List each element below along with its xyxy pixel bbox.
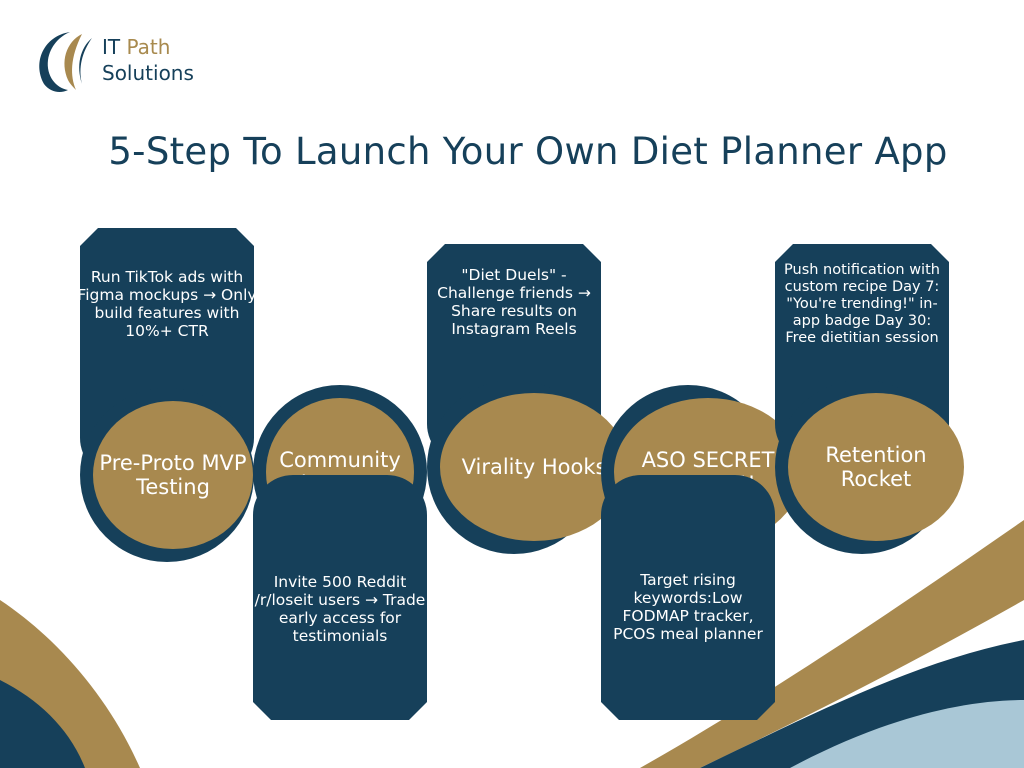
step-4-pill (601, 475, 775, 720)
step-5-description: Push notification with custom recipe Day… (784, 262, 940, 346)
brand-logo: IT Path Solutions (30, 28, 230, 98)
step-5: Push notification with custom recipe Day… (772, 244, 964, 556)
logo-path: Path (126, 35, 171, 59)
step-4: ASO SECRET WEAPON Target rising keywords… (598, 385, 802, 720)
step-1-description: Run TikTok ads with Figma mockups → Only… (77, 268, 257, 340)
step-4-description: Target rising keywords:Low FODMAP tracke… (613, 571, 763, 643)
step-1-circle: Pre-Proto MVP Testing (80, 388, 254, 562)
page-title: 5-Step To Launch Your Own Diet Planner A… (108, 130, 948, 173)
logo-it: IT (102, 35, 121, 59)
logo-swoosh-icon (39, 32, 92, 92)
logo-text: IT Path Solutions (102, 34, 194, 86)
step-5-title: Retention Rocket (788, 393, 964, 541)
step-2: Community First Beta Invite 500 Reddit /… (250, 385, 430, 720)
step-2-pill (253, 475, 427, 720)
step-3-description: "Diet Duels" - Challenge friends → Share… (437, 266, 591, 338)
step-2-description: Invite 500 Reddit /r/loseit users → Trad… (254, 573, 426, 645)
logo-solutions: Solutions (102, 61, 194, 85)
step-1-title: Pre-Proto MVP Testing (93, 401, 253, 549)
step-3-circle: Virality Hooks (427, 380, 628, 554)
step-3: "Diet Duels" - Challenge friends → Share… (424, 244, 628, 556)
step-3-title: Virality Hooks (440, 393, 628, 541)
step-5-circle: Retention Rocket (775, 380, 964, 554)
step-1: Run TikTok ads with Figma mockups → Only… (77, 228, 257, 564)
